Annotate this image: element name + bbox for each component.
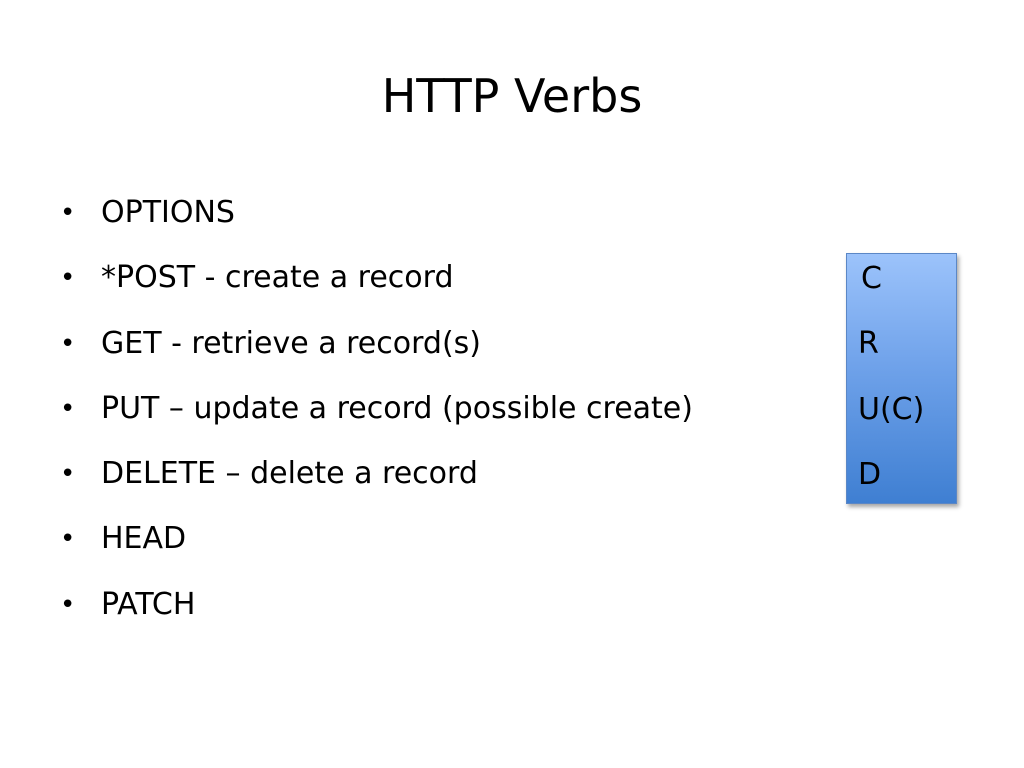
bullet-text: HEAD <box>101 521 187 557</box>
crud-delete-label: D <box>858 457 882 492</box>
bullet-dot-icon: • <box>60 328 76 359</box>
bullet-text: PUT – update a record (possible create) <box>101 390 693 426</box>
bullet-text: PATCH <box>101 586 196 622</box>
bullet-dot-icon: • <box>60 459 76 490</box>
bullet-text: GET - retrieve a record(s) <box>101 325 481 361</box>
bullet-text: OPTIONS <box>101 195 235 230</box>
bullet-dot-icon: • <box>60 589 76 620</box>
bullet-text: *POST - create a record <box>101 260 454 296</box>
bullet-dot-icon: • <box>60 263 76 294</box>
crud-update-label: U(C) <box>858 392 925 427</box>
crud-highlight-box <box>846 253 957 504</box>
crud-create-label: C <box>861 261 882 296</box>
crud-read-label: R <box>858 326 879 361</box>
bullet-text: DELETE – delete a record <box>101 456 478 492</box>
bullet-dot-icon: • <box>60 198 76 228</box>
bullet-dot-icon: • <box>60 393 76 424</box>
bullet-dot-icon: • <box>60 524 76 555</box>
slide-title: HTTP Verbs <box>381 69 643 123</box>
